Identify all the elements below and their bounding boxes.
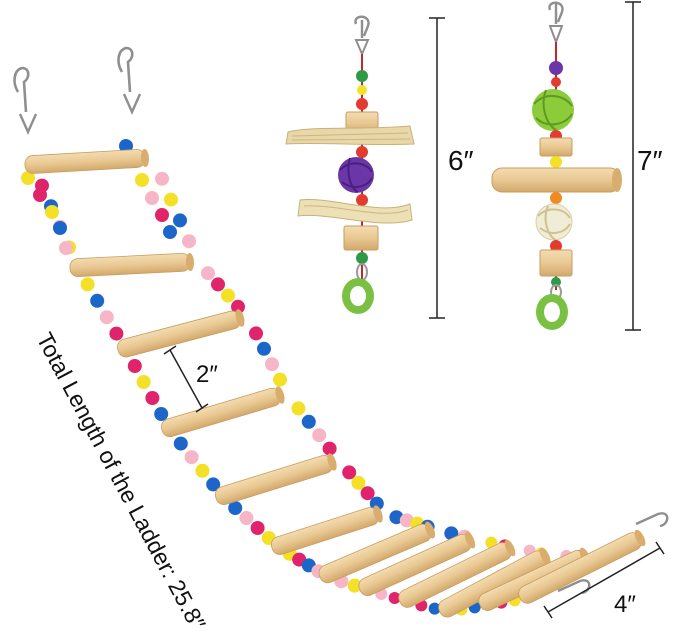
wooden-rung-icon — [160, 386, 285, 438]
pendant-b-height-label: 7″ — [637, 145, 663, 176]
bead-icon — [80, 277, 95, 292]
bead-icon — [53, 221, 67, 235]
bead-icon — [206, 477, 221, 492]
wooden-rung-icon — [69, 253, 195, 277]
green-ring-icon — [342, 278, 374, 314]
bead-icon — [291, 401, 306, 416]
bead-icon — [347, 578, 362, 593]
bead-icon — [249, 326, 263, 341]
bead-icon — [301, 414, 316, 429]
wooden-block-icon — [539, 249, 573, 277]
bead-icon — [551, 77, 561, 87]
bead-icon — [239, 511, 254, 525]
ladder-width-label: 4″ — [614, 591, 636, 618]
straw-bundle-icon — [285, 125, 415, 146]
green-ring-icon — [536, 294, 568, 330]
bead-icon — [154, 407, 169, 421]
bead-icon — [356, 194, 368, 206]
bead-icon — [550, 192, 562, 204]
bead-icon — [173, 436, 188, 451]
wooden-rung-icon — [117, 309, 245, 358]
dimension-pendant-b: 7″ — [625, 1, 663, 331]
bead-icon — [273, 372, 287, 387]
metal-hook-icon — [354, 15, 370, 57]
bead-icon — [145, 191, 159, 205]
bird-ladder — [13, 46, 669, 618]
bead-icon — [231, 299, 245, 314]
wooden-rung-icon — [24, 149, 150, 174]
dimension-ladder-width: 4″ — [543, 541, 665, 619]
rung-spacing-label: 2″ — [196, 361, 218, 388]
bead-icon — [109, 326, 124, 341]
pendant-a-height-label: 6″ — [448, 145, 474, 176]
bead-icon — [211, 277, 225, 292]
wooden-rung-icon — [214, 453, 337, 505]
bead-icon — [182, 234, 196, 249]
pendant-toy-b — [491, 1, 622, 330]
bead-icon — [360, 486, 375, 501]
wooden-block-icon — [539, 137, 573, 157]
wooden-rung-icon — [518, 529, 646, 604]
bead-icon — [173, 213, 187, 228]
bead-icon — [356, 70, 368, 82]
bead-icon — [250, 521, 265, 535]
bead-icon — [356, 146, 368, 158]
bead-icon — [221, 288, 235, 303]
wooden-rung-icon — [358, 531, 476, 596]
bead-icon — [228, 501, 243, 515]
bead-icon — [195, 463, 210, 478]
bead-icon — [351, 475, 366, 490]
wooden-perch-icon — [491, 167, 622, 193]
bead-icon — [550, 156, 562, 168]
bead-icon — [312, 428, 327, 443]
bead-icon — [163, 225, 177, 239]
pendant-toy-a — [285, 15, 415, 314]
wicker-ball-icon — [535, 203, 573, 241]
bead-icon — [265, 357, 279, 372]
bead-icon — [550, 240, 562, 252]
bead-icon — [388, 592, 401, 604]
bead-icon — [201, 266, 215, 281]
wooden-rung-icon — [398, 539, 516, 608]
bead-icon — [45, 205, 59, 219]
dimension-rung-spacing: 2″ — [163, 345, 218, 413]
bead-icon — [322, 441, 337, 456]
wooden-rung-icon — [318, 521, 436, 584]
wicker-ball-icon — [532, 89, 574, 131]
bead-icon — [356, 252, 368, 264]
bead-icon — [135, 173, 149, 187]
metal-hook-icon — [548, 1, 564, 45]
bead-icon — [145, 391, 160, 405]
bead-icon — [164, 192, 178, 207]
bead-icon — [59, 241, 73, 255]
bead-icon — [369, 496, 384, 511]
bead-icon — [257, 341, 271, 356]
metal-hook-icon — [117, 46, 142, 115]
bead-icon — [428, 602, 441, 615]
bead-icon — [99, 310, 114, 325]
bead-icon — [155, 171, 169, 186]
bead-icon — [184, 450, 199, 465]
bead-icon — [356, 98, 368, 110]
bead-icon — [357, 85, 367, 95]
bead-icon — [155, 208, 169, 222]
bead-icon — [551, 277, 561, 287]
bead-icon — [21, 171, 35, 185]
bead-icon — [127, 359, 142, 373]
wicker-ball-icon — [338, 157, 374, 193]
wooden-rung-icon — [270, 505, 383, 555]
bead-icon — [136, 375, 151, 389]
bead-icon — [549, 61, 563, 75]
dimension-pendant-a: 6″ — [429, 17, 474, 319]
wooden-block-icon — [343, 225, 379, 251]
bead-icon — [33, 188, 47, 202]
metal-hook-icon — [635, 512, 669, 528]
bead-icon — [342, 465, 357, 480]
metal-hook-icon — [557, 579, 591, 595]
straw-bundle-icon — [297, 198, 413, 224]
metal-hook-icon — [13, 66, 38, 135]
bead-icon — [90, 293, 105, 308]
